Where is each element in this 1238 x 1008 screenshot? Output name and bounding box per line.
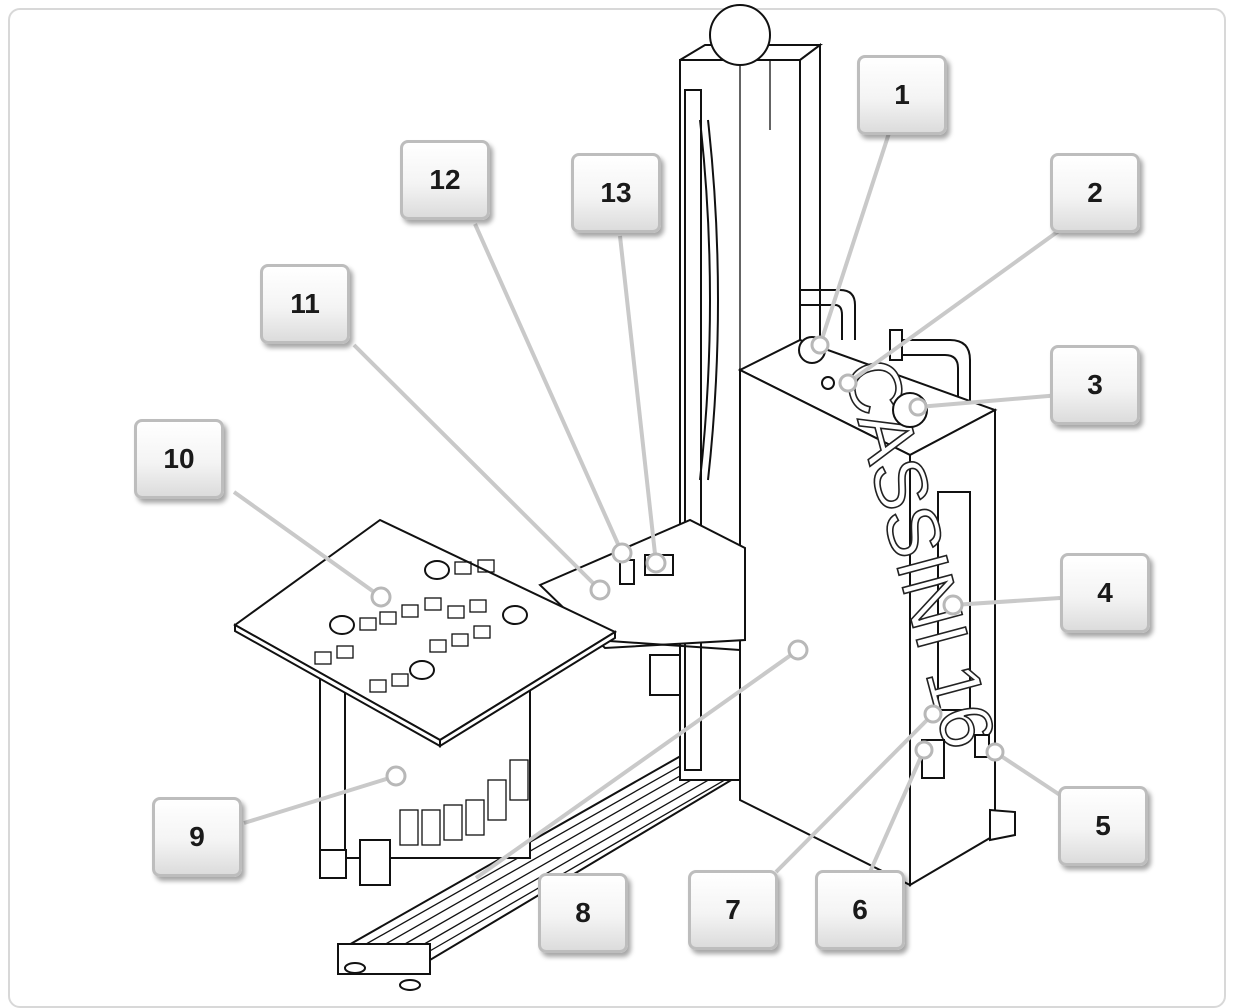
callout-10: 10 [134, 419, 224, 499]
marker-4 [942, 594, 964, 616]
callout-9: 9 [152, 797, 242, 877]
leader-lines [232, 129, 1062, 880]
callout-12: 12 [400, 140, 490, 220]
marker-11 [589, 579, 611, 601]
handle-bars [800, 289, 971, 405]
floor-rail [336, 744, 794, 991]
callout-2: 2 [1050, 153, 1140, 233]
marker-7 [923, 704, 943, 724]
marker-9 [385, 765, 407, 787]
callout-1: 1 [857, 55, 947, 135]
main-cabinet: CASSINI 16 [737, 336, 1016, 887]
callout-8: 8 [538, 873, 628, 953]
marker-12 [611, 542, 633, 564]
callout-6: 6 [815, 870, 905, 950]
callout-13: 13 [571, 153, 661, 233]
callout-3: 3 [1050, 345, 1140, 425]
marker-3 [908, 397, 928, 417]
callout-5: 5 [1058, 786, 1148, 866]
marker-8 [787, 639, 809, 661]
marker-5 [985, 742, 1005, 762]
callout-4: 4 [1060, 553, 1150, 633]
leader-endpoints [370, 335, 1005, 787]
callout-11: 11 [260, 264, 350, 344]
marker-6 [914, 740, 934, 760]
marker-13 [645, 552, 667, 574]
marker-1 [810, 335, 830, 355]
marker-10 [370, 586, 392, 608]
callout-7: 7 [688, 870, 778, 950]
sample-tray [233, 518, 618, 748]
marker-2 [838, 373, 858, 393]
